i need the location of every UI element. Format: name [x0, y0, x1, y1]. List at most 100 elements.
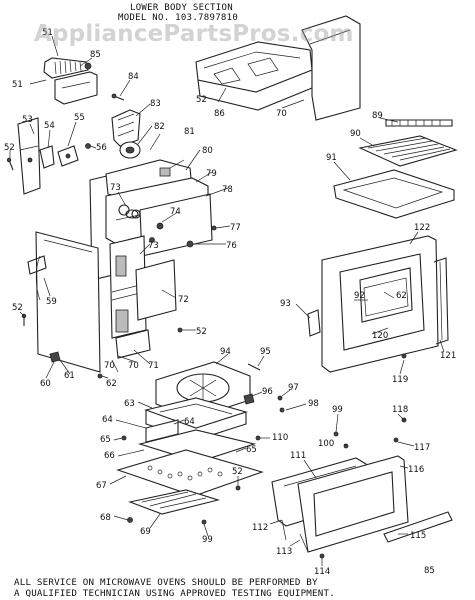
- part-55-latch: [57, 145, 79, 167]
- label-122: 122: [414, 223, 430, 233]
- label-70-bottom: 70: [104, 361, 115, 371]
- part-86-top-cover: [195, 41, 313, 111]
- label-69: 69: [140, 527, 151, 537]
- part-56-screw: [85, 143, 91, 149]
- label-79: 79: [206, 169, 217, 179]
- part-121-hinge: [433, 257, 449, 345]
- label-65-right: 65: [246, 445, 257, 455]
- label-90: 90: [350, 129, 361, 139]
- part-85-bracket: [54, 71, 98, 105]
- label-62-right: 62: [396, 291, 407, 301]
- part-59-side-panel: [27, 231, 101, 373]
- label-62-left: 62: [106, 379, 117, 389]
- part-93-latch: [307, 309, 321, 337]
- part-83-duct: [111, 109, 141, 147]
- part-74-seal: [125, 209, 139, 219]
- part-98-screw: [279, 407, 285, 413]
- label-96: 96: [262, 387, 273, 397]
- footer-line-2: A QUALIFIED TECHNICIAN USING APPROVED TE…: [14, 588, 335, 599]
- label-68: 68: [100, 513, 111, 523]
- label-80: 80: [202, 146, 213, 156]
- part-54-clip: [39, 145, 55, 169]
- label-73: 73: [148, 241, 159, 251]
- label-115: 115: [410, 531, 426, 541]
- label-118: 118: [392, 405, 408, 415]
- part-89-vent-grille: [385, 119, 453, 127]
- label-71: 71: [148, 361, 159, 371]
- part-95-screw: [247, 363, 261, 371]
- label-81: 81: [184, 127, 195, 137]
- label-114: 114: [314, 567, 330, 577]
- part-77-screw: [211, 225, 217, 231]
- label-112: 112: [252, 523, 268, 533]
- label-92: 92: [354, 291, 365, 301]
- label-52-left: 52: [4, 143, 15, 153]
- label-77: 77: [230, 223, 241, 233]
- label-65-left: 65: [100, 435, 111, 445]
- label-53: 53: [22, 115, 33, 125]
- part-71-bottom: [115, 329, 151, 359]
- part-112-drawer-front: [281, 519, 287, 541]
- part-97-screw: [277, 395, 283, 401]
- label-70-left: 70: [128, 361, 139, 371]
- part-113-drawer-bottom: [299, 533, 309, 553]
- part-90-oven-rack: [358, 135, 458, 167]
- footer-line-1: ALL SERVICE ON MICROWAVE OVENS SHOULD BE…: [14, 577, 318, 588]
- part-53-hinge-bracket: [17, 117, 41, 195]
- label-72: 72: [178, 295, 189, 305]
- label-64-left: 64: [102, 415, 113, 425]
- label-82: 82: [154, 122, 165, 132]
- part-96-clip: [243, 393, 255, 405]
- part-110-screw: [255, 435, 261, 441]
- label-67: 67: [96, 481, 107, 491]
- label-93: 93: [280, 299, 291, 309]
- part-82-thermostat: [119, 141, 141, 159]
- part-114-screw: [319, 553, 325, 559]
- label-86: 86: [214, 109, 225, 119]
- label-98: 98: [308, 399, 319, 409]
- part-52-screw-center: [177, 327, 183, 333]
- part-65-screw: [121, 435, 127, 441]
- section-title: LOWER BODY SECTION: [130, 3, 233, 13]
- part-52-screw-bottom: [235, 485, 241, 491]
- part-84-screw: [111, 93, 125, 101]
- label-60: 60: [40, 379, 51, 389]
- watermark: AppliancePartsPros.com: [34, 21, 354, 47]
- part-99-screw-right: [333, 431, 339, 437]
- label-111: 111: [290, 451, 306, 461]
- label-64-center: 64: [184, 417, 195, 427]
- part-115-drawer-rail: [383, 511, 453, 543]
- part-52-screw-left-top: [6, 157, 14, 171]
- part-labels: 51 85 51 84 83 82 81 80 79 78 73 74 77 7…: [4, 28, 456, 577]
- label-76: 76: [226, 241, 237, 251]
- label-117: 117: [414, 443, 430, 453]
- label-51: 51: [12, 80, 23, 90]
- part-75-fastener: [149, 222, 164, 243]
- part-72-panel: [135, 259, 177, 321]
- label-119: 119: [392, 375, 408, 385]
- label-120: 120: [372, 331, 388, 341]
- label-61: 61: [64, 371, 75, 381]
- part-69-grille: [128, 489, 221, 515]
- label-52-center: 52: [196, 327, 207, 337]
- part-99-screw-bottom: [201, 519, 207, 525]
- label-99-bottom: 99: [202, 535, 213, 545]
- label-74: 73: [110, 183, 121, 193]
- label-95: 95: [260, 347, 271, 357]
- label-113: 113: [276, 547, 292, 557]
- part-92-door-liner: [339, 253, 425, 351]
- label-89: 89: [372, 111, 383, 121]
- part-51-spring-assembly: [43, 57, 92, 79]
- label-116: 116: [408, 465, 424, 475]
- label-83: 83: [150, 99, 161, 109]
- part-91-broiler-pan: [333, 169, 455, 219]
- label-70-top: 70: [276, 109, 287, 119]
- label-52-top: 52: [196, 95, 207, 105]
- label-51-top: 51: [42, 28, 53, 38]
- label-91: 91: [326, 153, 337, 163]
- label-99-right: 99: [332, 405, 343, 415]
- part-119-screw: [401, 353, 407, 359]
- bottom-panel-vents: [147, 465, 223, 481]
- part-70-cabinet-wrapper: [301, 15, 361, 121]
